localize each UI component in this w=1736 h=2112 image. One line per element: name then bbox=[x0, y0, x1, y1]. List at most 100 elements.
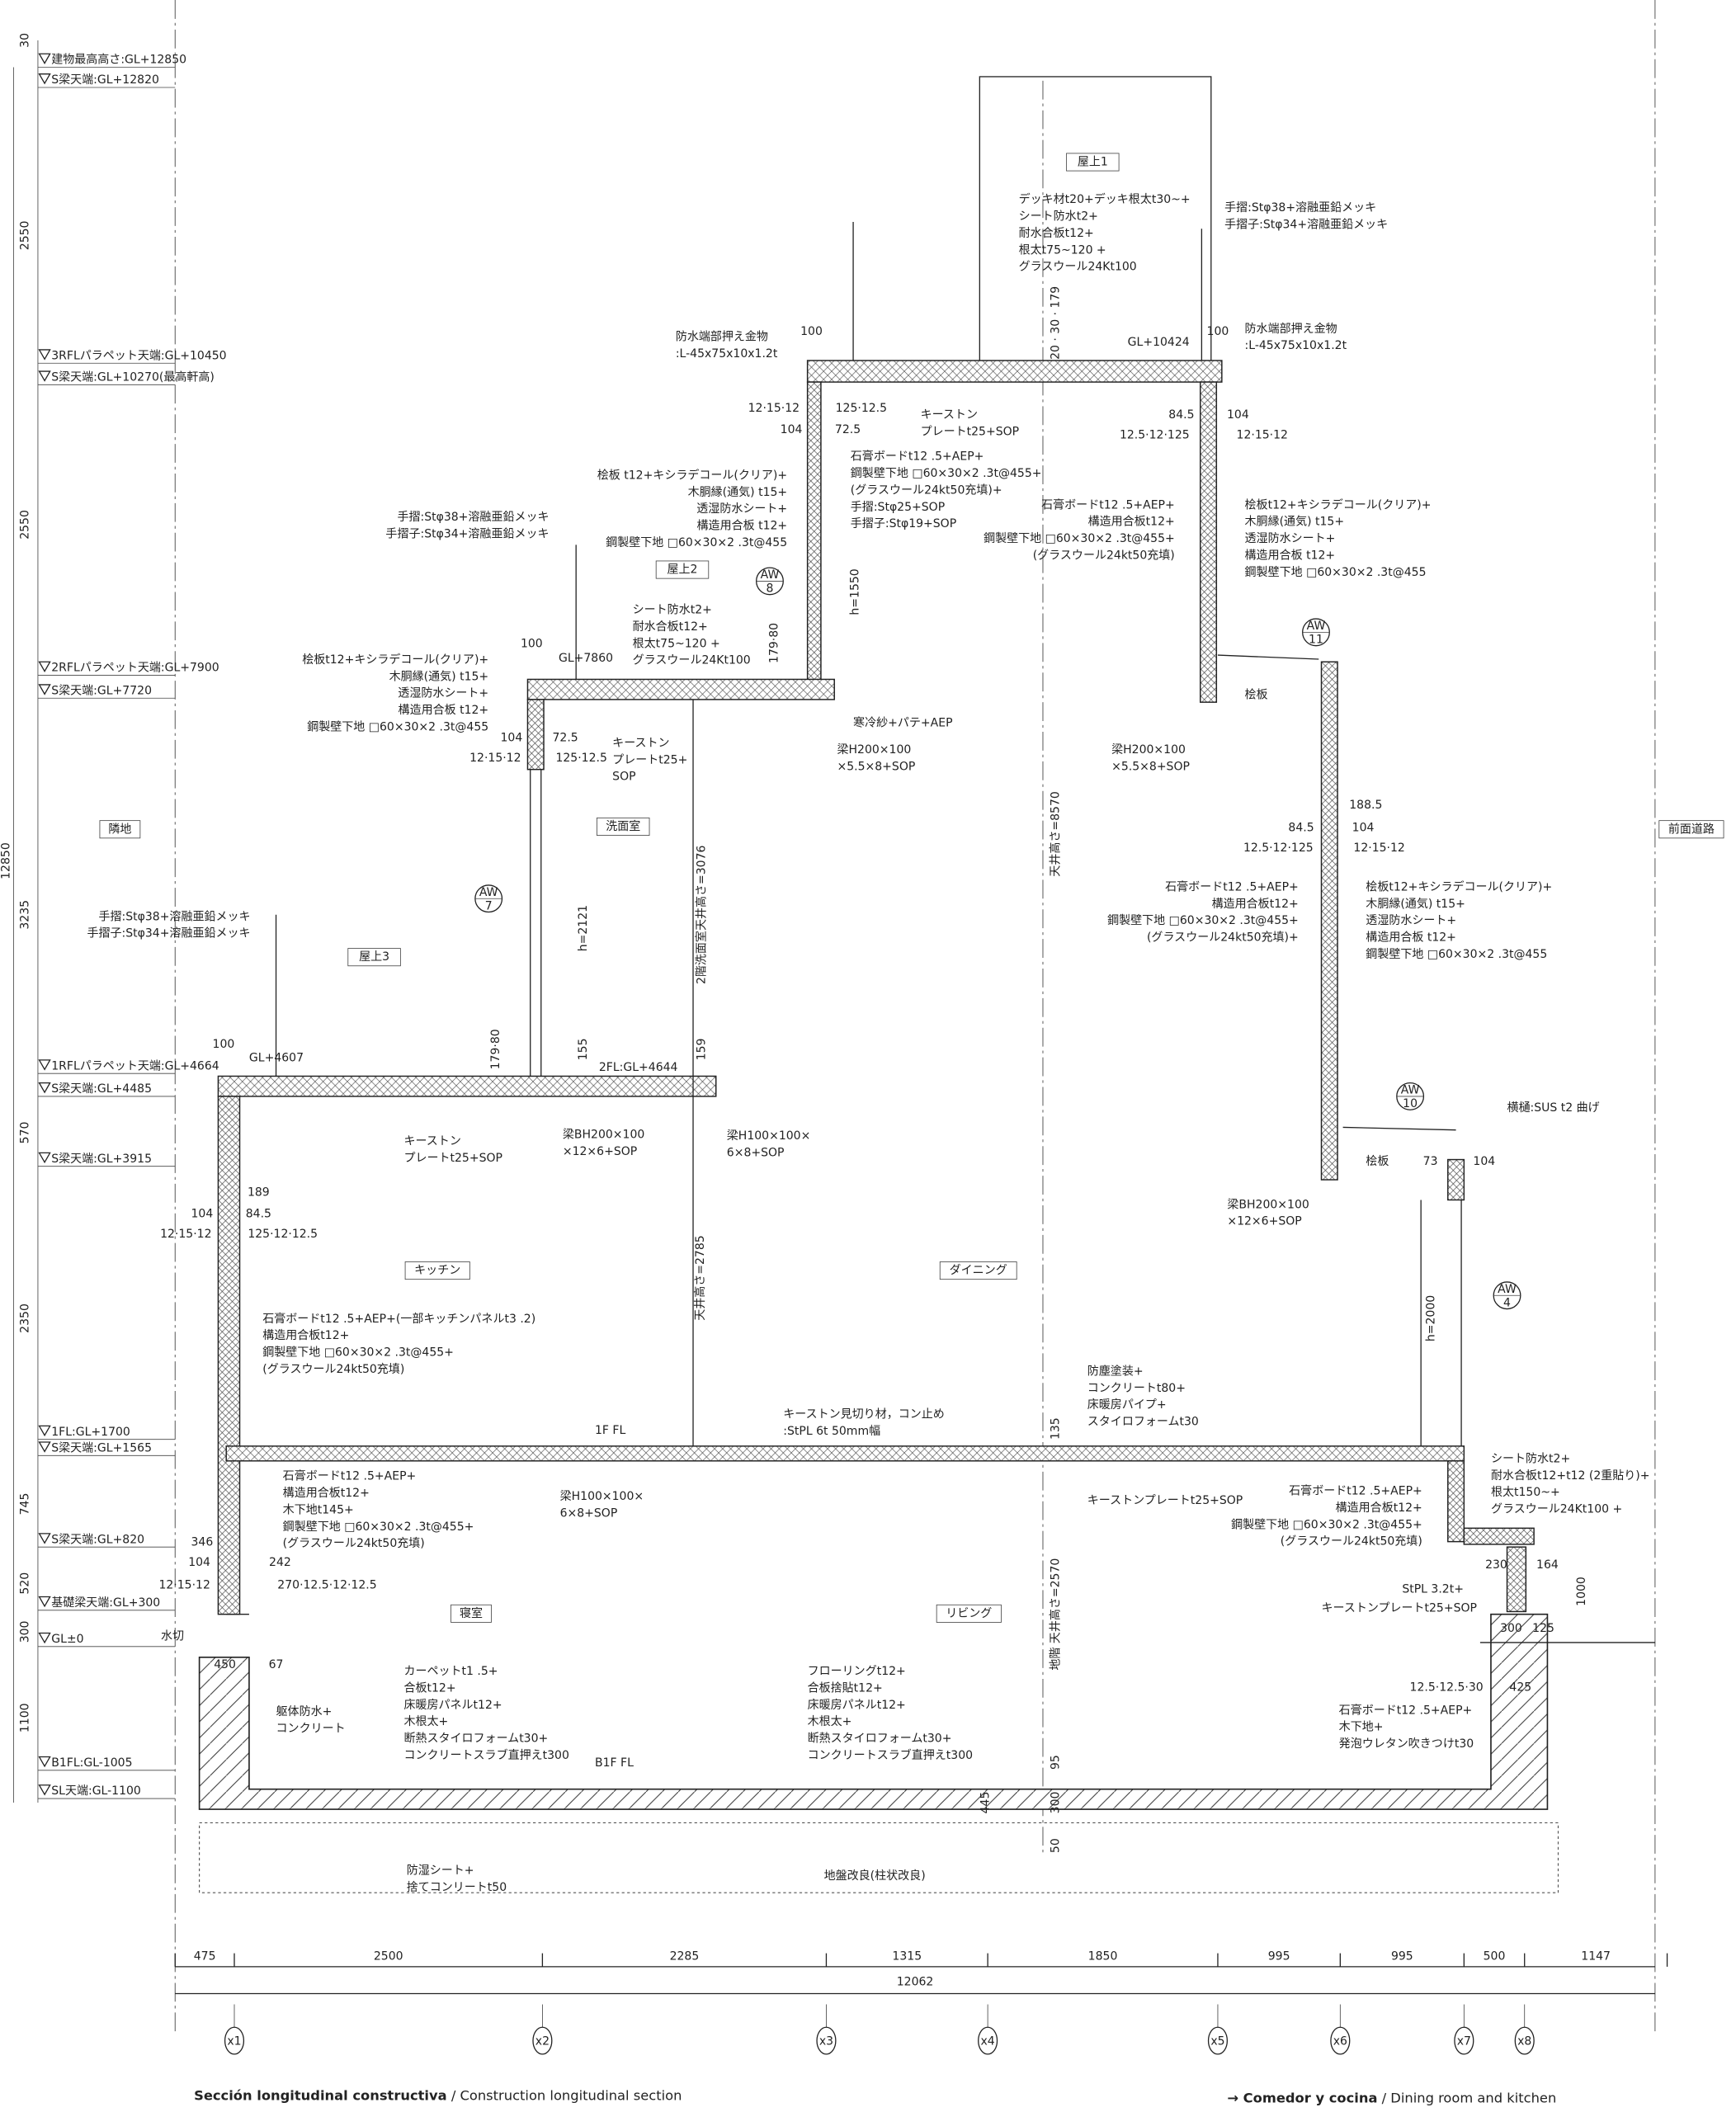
material-note-line: 梁H200×100 bbox=[1111, 743, 1186, 757]
material-note-line: 梁H100×100× bbox=[560, 1490, 644, 1503]
material-note: 桧板 t12+キシラデコール(クリア)+木胴縁(通気) t15+透湿防水シート+… bbox=[597, 468, 787, 549]
dimension-label: 300 bbox=[1500, 1622, 1522, 1635]
grid-axis-marker-icon bbox=[1514, 2026, 1535, 2055]
material-note: シート防水t2+耐水合板t12+t12 (2重貼り)+根太t150~+グラスウー… bbox=[1491, 1452, 1650, 1516]
material-note-line: 構造用合板t12+ bbox=[262, 1329, 349, 1342]
material-note-line: ×5.5×8+SOP bbox=[837, 761, 915, 774]
material-note-line: 防塵塗装+ bbox=[1087, 1364, 1144, 1378]
bottom-dimension: 1315 bbox=[892, 1950, 922, 1964]
dimension-label: h=2121 bbox=[577, 905, 590, 951]
dimension-label: 104 bbox=[1352, 822, 1375, 835]
wall-basement-right bbox=[1506, 1546, 1527, 1613]
material-note-line: コンクリート bbox=[276, 1722, 346, 1735]
material-note-line: (グラスウール24kt50充填) bbox=[1033, 549, 1175, 563]
window-tag-type: AW bbox=[1307, 620, 1326, 633]
material-note-line: :L-45x75x10x1.2t bbox=[676, 347, 778, 361]
dimension-label: 95 bbox=[1050, 1755, 1063, 1770]
roof-slab-2 bbox=[526, 678, 835, 700]
material-note: 防水端部押え金物:L-45x75x10x1.2t bbox=[676, 331, 778, 361]
room-label: 寝室 bbox=[460, 1606, 483, 1620]
dimension-label: 155 bbox=[577, 1038, 590, 1060]
height-dimension: 3235 bbox=[19, 900, 32, 930]
material-note-line: 鋼製壁下地 □60×30×2 .3t@455 bbox=[1245, 566, 1427, 579]
material-note-line: 鋼製壁下地 □60×30×2 .3t@455+ bbox=[262, 1346, 454, 1360]
material-note: 石膏ボードt12 .5+AEP+木下地+発泡ウレタン吹きつけt30 bbox=[1339, 1703, 1474, 1751]
grid-axis-marker-icon bbox=[1330, 2026, 1351, 2055]
dimension-label: 84.5 bbox=[1168, 408, 1194, 422]
material-note-line: :StPL 6t 50mm幅 bbox=[783, 1425, 880, 1438]
room-label-box bbox=[99, 820, 141, 839]
material-note: 石膏ボードt12 .5+AEP+鋼製壁下地 □60×30×2 .3t@455+(… bbox=[851, 450, 1042, 531]
grid-axis-label: x1 bbox=[227, 2034, 241, 2048]
dimension-label: 125·12.5 bbox=[555, 752, 606, 765]
material-note-line: シート防水t2+ bbox=[1019, 210, 1098, 224]
material-note-line: (グラスウール24kt50充填)+ bbox=[851, 483, 1002, 497]
material-note-line: 断熱スタイロフォームt30+ bbox=[808, 1732, 952, 1746]
material-note-line: 発泡ウレタン吹きつけt30 bbox=[1339, 1737, 1474, 1751]
window-tag-number: 10 bbox=[1403, 1097, 1418, 1110]
material-note-line: キーストン見切り材，コン止め bbox=[783, 1408, 945, 1421]
dimension-label: 125·12.5 bbox=[836, 402, 887, 415]
room-label: 隣地 bbox=[108, 823, 131, 836]
material-note: 桧板t12+キシラデコール(クリア)+木胴縁(通気) t15+透湿防水シート+構… bbox=[1245, 497, 1432, 579]
material-note-line: 木下地t145+ bbox=[283, 1503, 354, 1516]
dimension-label: 104 bbox=[1473, 1155, 1495, 1168]
room-label-box bbox=[347, 948, 401, 967]
material-note-line: 桧板t12+キシラデコール(クリア)+ bbox=[1366, 879, 1552, 893]
dimension-label: 104 bbox=[1227, 408, 1249, 422]
dimension-label: 159 bbox=[696, 1038, 709, 1060]
material-note-line: プレートt25+SOP bbox=[921, 425, 1020, 438]
level-marker-icon bbox=[38, 349, 51, 361]
room-label-box bbox=[451, 1604, 492, 1623]
material-note-line: (グラスウール24kt50充填)+ bbox=[1147, 931, 1299, 945]
level-marker-icon bbox=[38, 1082, 51, 1094]
level-marker-icon bbox=[38, 1441, 51, 1453]
height-dimension: 2550 bbox=[19, 510, 32, 540]
dimension-label: 104 bbox=[191, 1208, 213, 1221]
material-note-line: 構造用合板t12+ bbox=[1088, 516, 1175, 529]
material-note-line: (グラスウール24kt50充填) bbox=[1281, 1535, 1422, 1549]
material-note: 防塵塗装+コンクリートt80+床暖房パイプ+スタイロフォームt30 bbox=[1087, 1364, 1199, 1428]
dimension-label: 2階洗面室天井高さ=3076 bbox=[695, 845, 709, 984]
material-note-line: 鋼製壁下地 □60×30×2 .3t@455+ bbox=[984, 532, 1175, 545]
material-note-line: 合板t12+ bbox=[403, 1681, 455, 1695]
level-label: 2RFLパラペット天端:GL+7900 bbox=[51, 662, 219, 675]
material-note: 石膏ボードt12 .5+AEP+構造用合板t12+木下地t145+鋼製壁下地 □… bbox=[283, 1469, 474, 1551]
material-note-line: ×12×6+SOP bbox=[1227, 1215, 1301, 1228]
dimension-label: 135 bbox=[1050, 1417, 1063, 1440]
window-tag-number: 8 bbox=[767, 582, 774, 595]
material-note-line: 構造用合板 t12+ bbox=[399, 704, 489, 717]
material-note-line: 構造用合板t12+ bbox=[283, 1487, 370, 1500]
material-note-line: 桧板t12+キシラデコール(クリア)+ bbox=[302, 653, 488, 667]
material-note-line: 透湿防水シート+ bbox=[1245, 532, 1336, 545]
material-note-line: 手摺:Stφ38+溶融亜鉛メッキ bbox=[1224, 201, 1376, 214]
material-note-line: コンクリートt80+ bbox=[1087, 1382, 1186, 1395]
level-marker-icon bbox=[38, 1756, 51, 1768]
material-note-line: 耐水合板t12+ bbox=[633, 620, 708, 634]
dimension-label: 12·15·12 bbox=[1353, 842, 1404, 855]
material-note-line: コンクリートスラブ直押えt300 bbox=[808, 1748, 973, 1762]
dimension-label: 230 bbox=[1485, 1558, 1507, 1572]
material-note-line: 防湿シート+ bbox=[407, 1864, 474, 1877]
level-marker-icon bbox=[38, 1596, 51, 1608]
bottom-dimension: 500 bbox=[1484, 1950, 1506, 1964]
caption-right-subtitle: / Dining room and kitchen bbox=[1377, 2091, 1556, 2106]
roof-slab-1 bbox=[806, 360, 1223, 383]
material-note: フローリングt12+合板捨貼t12+床暖房パネルt12+木根太+断熱スタイロフォ… bbox=[808, 1665, 973, 1762]
room-label-box bbox=[655, 560, 710, 579]
dimension-label: 天井高さ=2785 bbox=[693, 1235, 707, 1320]
material-note-line: (グラスウール24kt50充填) bbox=[283, 1537, 425, 1550]
level-marker-icon bbox=[38, 684, 51, 695]
grid-axis-label: x7 bbox=[1457, 2034, 1471, 2048]
dimension-label: 桧板 bbox=[1366, 1155, 1389, 1168]
room-label-box bbox=[936, 1604, 1002, 1623]
bottom-dimension: 1850 bbox=[1088, 1950, 1118, 1964]
dimension-label: 12.5·12·125 bbox=[1120, 429, 1190, 442]
material-note-line: 鋼製壁下地 □60×30×2 .3t@455 bbox=[606, 536, 787, 549]
level-label: S梁天端:GL+4485 bbox=[51, 1082, 152, 1096]
wall-upper-left bbox=[806, 381, 822, 681]
room-label: 屋上1 bbox=[1078, 156, 1108, 169]
material-note-line: 透湿防水シート+ bbox=[1366, 914, 1456, 927]
material-note-line: 木胴縁(通気) t15+ bbox=[688, 486, 788, 499]
